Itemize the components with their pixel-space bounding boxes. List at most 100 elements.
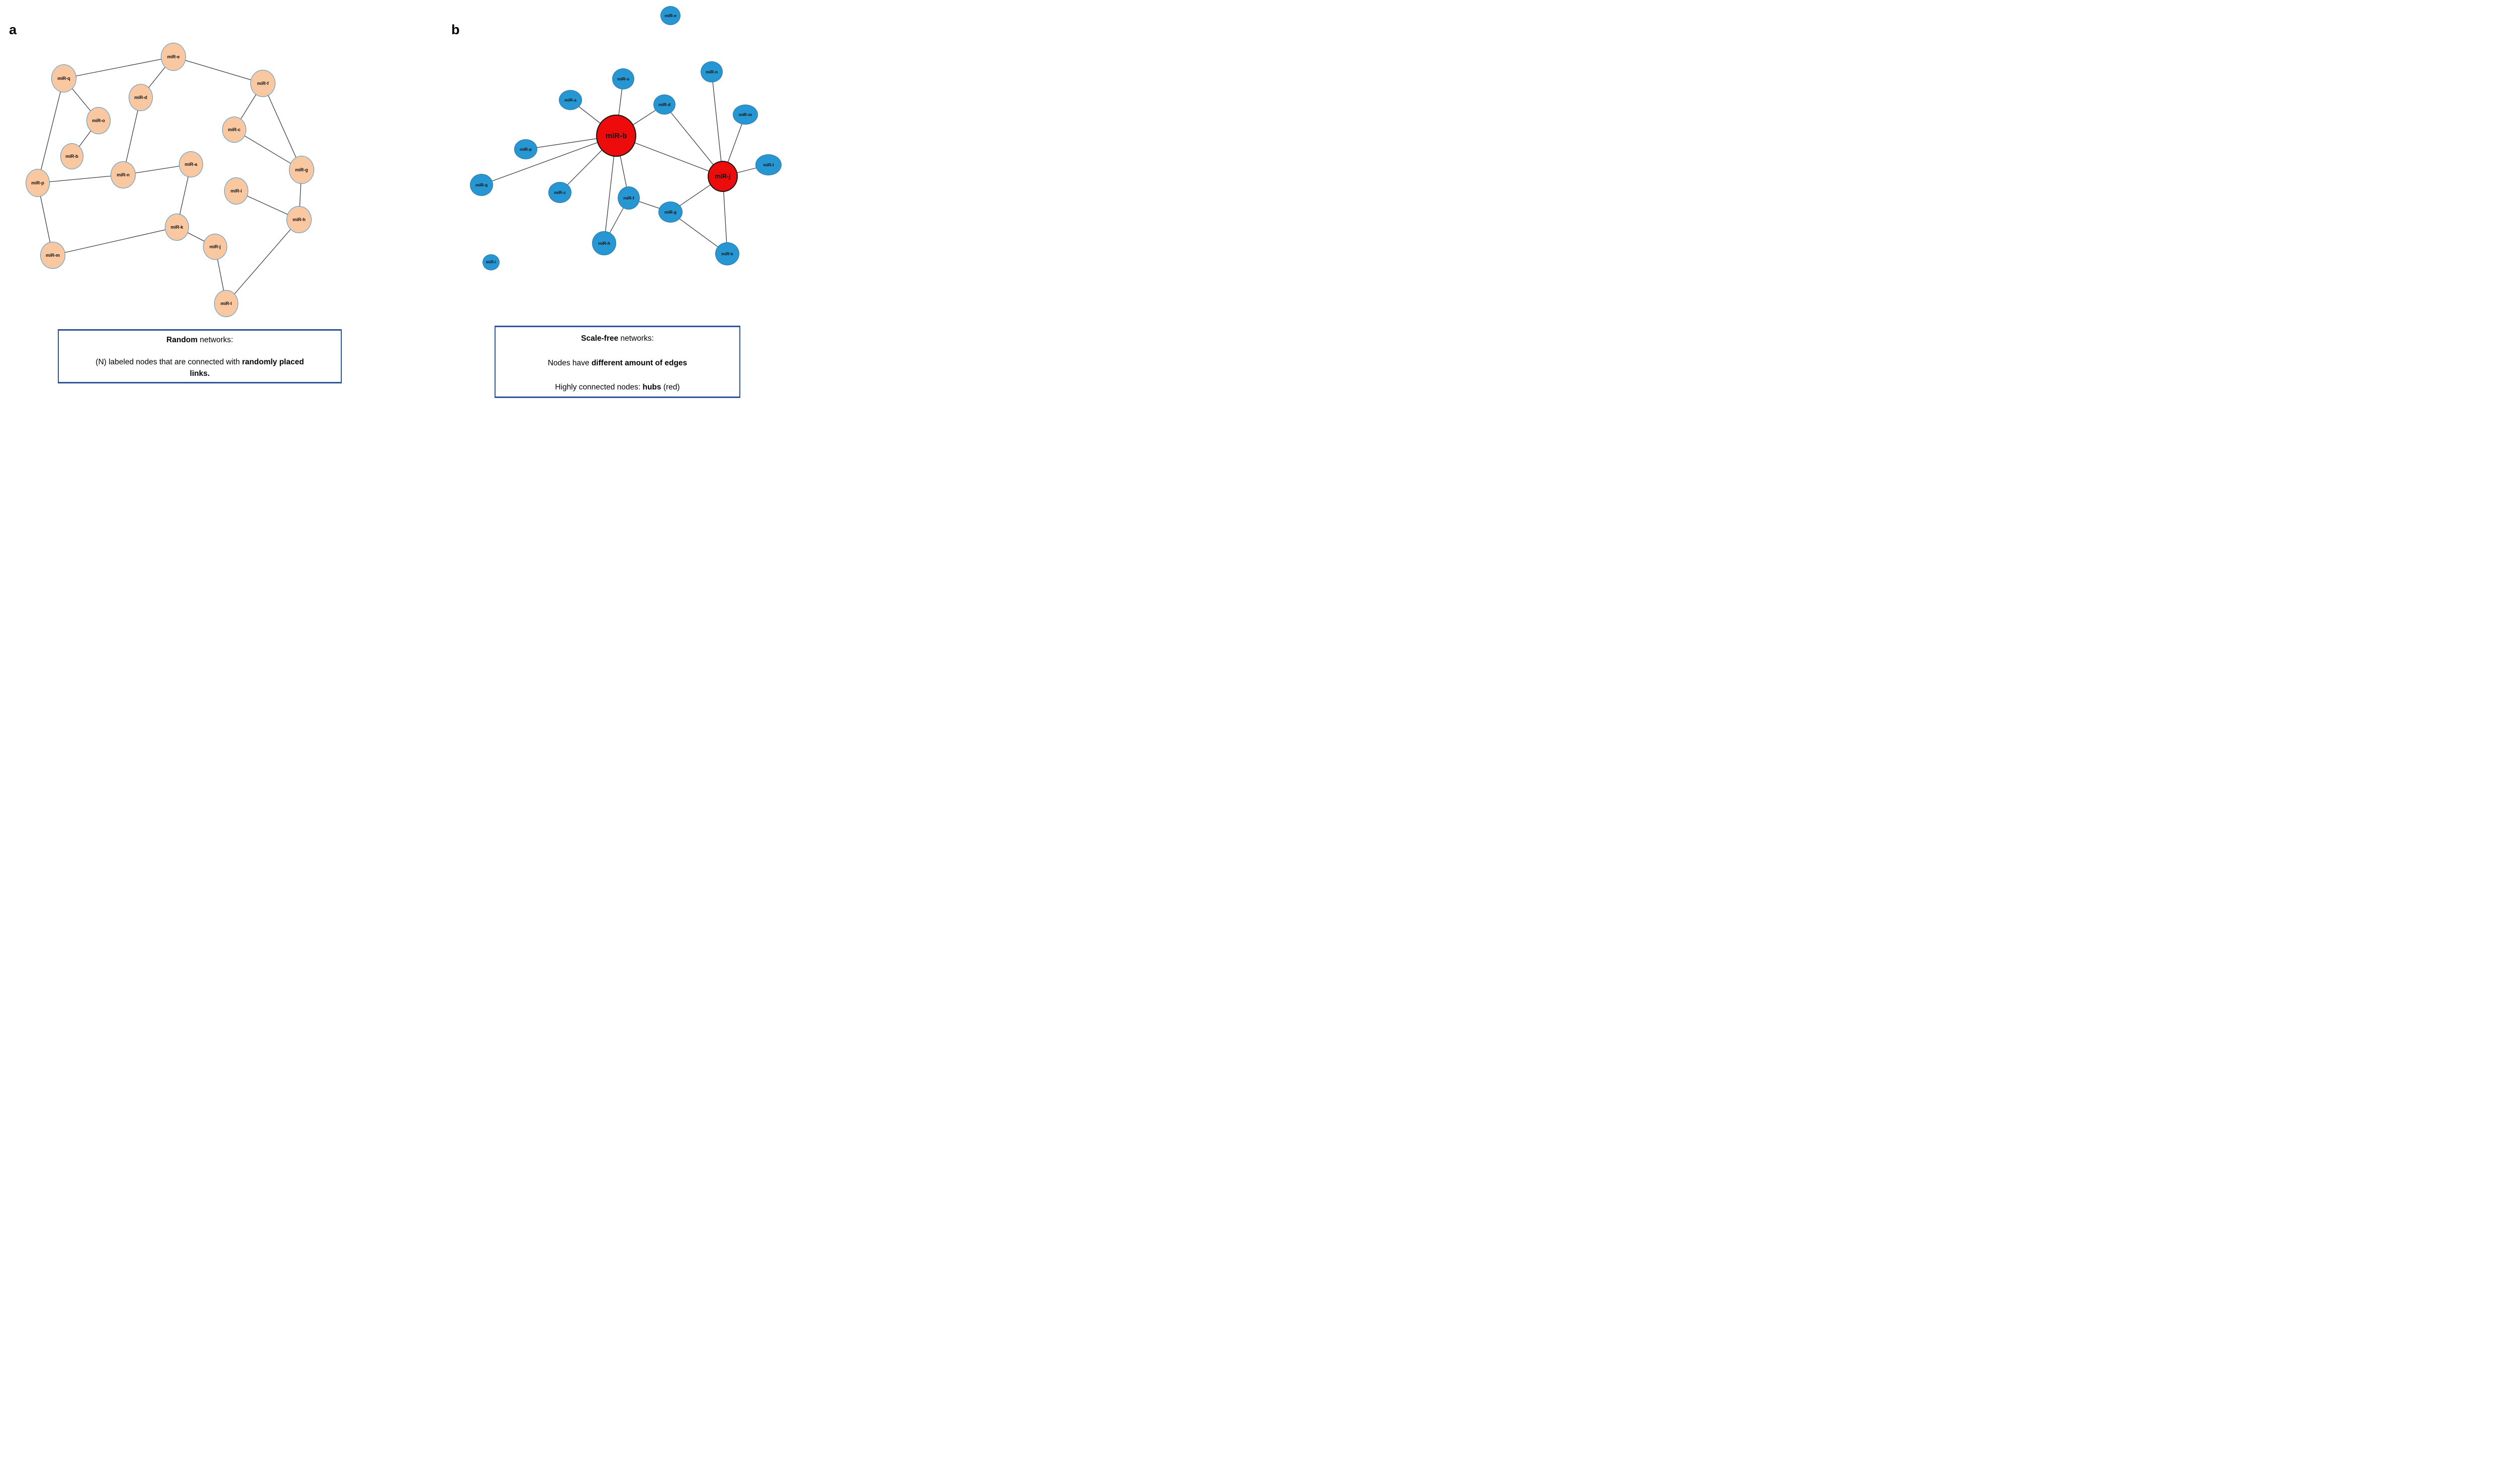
caption-line: Highly connected nodes: hubs (red): [496, 382, 739, 393]
node-label: miR-l: [220, 301, 232, 306]
caption-box-random-networks: Random networks: (N) labeled nodes that a…: [58, 329, 342, 383]
caption-text-bold: randomly placed: [242, 358, 304, 367]
node-label: miR-f: [623, 195, 634, 201]
caption-text: (N) labeled nodes that are connected wit…: [95, 358, 242, 367]
node-label: miR-n: [117, 172, 130, 177]
node-label: miR-i: [230, 188, 242, 193]
node-miR-k: miR-k: [165, 214, 189, 241]
node-miR-p: miR-p: [26, 169, 50, 197]
edge-a_h-a_l: [226, 219, 300, 304]
node-label: miR-n: [705, 69, 718, 74]
caption-text-bold: Scale-free: [581, 334, 621, 343]
caption-text: Nodes have: [547, 358, 592, 367]
node-label: miR-g: [664, 209, 677, 215]
panel-b-label: b: [451, 22, 460, 37]
node-miR-j: miR-j: [708, 161, 738, 192]
caption-text-bold: hubs: [642, 383, 661, 392]
caption-line: Random networks:: [59, 335, 341, 346]
node-label: miR-o: [617, 76, 630, 81]
edge-a_f-a_g: [262, 83, 302, 170]
node-label: miR-i: [486, 260, 496, 264]
node-miR-h: miR-h: [286, 206, 312, 233]
node-label: miR-q: [475, 182, 488, 187]
node-miR-h: miR-h: [592, 231, 616, 255]
node-miR-a: miR-a: [179, 151, 203, 177]
nodes-layer: miR-e miR-q miR-d miR-f miR-o miR-c miR-b miR-a…: [0, 0, 788, 404]
node-miR-q: miR-q: [51, 64, 76, 92]
node-label: miR-b: [605, 131, 627, 140]
node-miR-e: miR-e: [161, 43, 186, 71]
node-label: miR-k: [170, 224, 183, 230]
node-label: miR-l: [763, 162, 774, 167]
node-label: miR-j: [715, 172, 731, 180]
caption-line: (N) labeled nodes that are connected wit…: [59, 357, 341, 368]
node-label: miR-m: [738, 112, 752, 117]
edge-b_j-b_n: [711, 71, 723, 177]
node-miR-q: miR-q: [470, 174, 493, 196]
node-miR-d: miR-d: [653, 94, 675, 115]
node-miR-o: miR-o: [612, 68, 634, 89]
edge-a_e-a_q: [63, 56, 174, 79]
caption-text-bold: links.: [189, 369, 210, 378]
node-miR-c: miR-c: [222, 117, 246, 143]
node-miR-m: miR-m: [40, 242, 65, 269]
caption-text: (red): [661, 383, 680, 392]
node-miR-o: miR-o: [86, 107, 111, 134]
node-miR-j: miR-j: [203, 234, 227, 260]
node-label: miR-m: [45, 252, 60, 258]
caption-text: networks:: [200, 336, 233, 344]
caption-line: links.: [59, 368, 341, 379]
caption-text: networks:: [620, 334, 654, 343]
edge-b_b-b_q: [481, 135, 617, 185]
node-label: miR-a: [564, 97, 576, 103]
node-label: miR-e: [167, 54, 180, 59]
node-miR-b: miR-b: [60, 143, 83, 169]
node-miR-p: miR-p: [514, 139, 537, 159]
node-miR-i: miR-i: [482, 254, 500, 270]
panel-a-label: a: [9, 22, 17, 37]
node-label: miR-j: [209, 244, 221, 249]
node-miR-a: miR-a: [559, 90, 582, 110]
node-label: miR-d: [134, 94, 147, 100]
node-label: miR-p: [519, 146, 532, 152]
node-miR-l: miR-l: [755, 154, 782, 175]
figure-canvas: miR-e miR-q miR-d miR-f miR-o miR-c miR-b miR-a…: [0, 0, 788, 404]
node-miR-l: miR-l: [214, 290, 238, 317]
node-miR-n: miR-n: [701, 61, 723, 82]
node-label: miR-p: [31, 180, 44, 185]
node-label: miR-c: [554, 189, 566, 195]
node-miR-b: miR-b: [596, 115, 636, 157]
node-label: miR-f: [257, 80, 269, 86]
node-label: miR-e: [664, 13, 676, 18]
node-label: miR-c: [228, 127, 241, 132]
caption-line: Nodes have different amount of edges: [496, 358, 739, 369]
node-miR-f: miR-f: [618, 186, 640, 210]
edge-a_q-a_p: [37, 78, 64, 183]
node-miR-n: miR-n: [111, 161, 136, 188]
node-label: miR-b: [65, 153, 78, 159]
caption-text-bold: different amount of edges: [591, 358, 688, 367]
edge-a_k-a_m: [52, 227, 177, 256]
node-label: miR-h: [598, 240, 611, 246]
node-miR-g: miR-g: [289, 156, 314, 184]
node-label: miR-h: [293, 217, 306, 222]
node-label: miR-g: [295, 167, 308, 172]
node-miR-e: miR-e: [660, 6, 681, 25]
edge-a_e-a_f: [173, 56, 263, 84]
node-miR-i: miR-i: [224, 177, 248, 205]
node-label: miR-q: [57, 75, 70, 81]
node-label: miR-k: [721, 251, 733, 256]
edge-a_n-a_p: [37, 174, 124, 183]
node-miR-d: miR-d: [129, 84, 153, 111]
node-miR-g: miR-g: [658, 202, 683, 223]
node-miR-k: miR-k: [715, 242, 739, 265]
caption-text: Highly connected nodes:: [555, 383, 643, 392]
node-label: miR-d: [658, 102, 671, 107]
node-miR-f: miR-f: [250, 70, 275, 97]
node-label: miR-o: [92, 118, 105, 123]
node-label: miR-a: [184, 161, 198, 167]
caption-text-bold: Random: [166, 336, 200, 344]
caption-line: Scale-free networks:: [496, 333, 739, 344]
caption-box-scalefree-networks: Scale-free networks: Nodes have different…: [495, 326, 740, 398]
node-miR-m: miR-m: [733, 105, 758, 125]
